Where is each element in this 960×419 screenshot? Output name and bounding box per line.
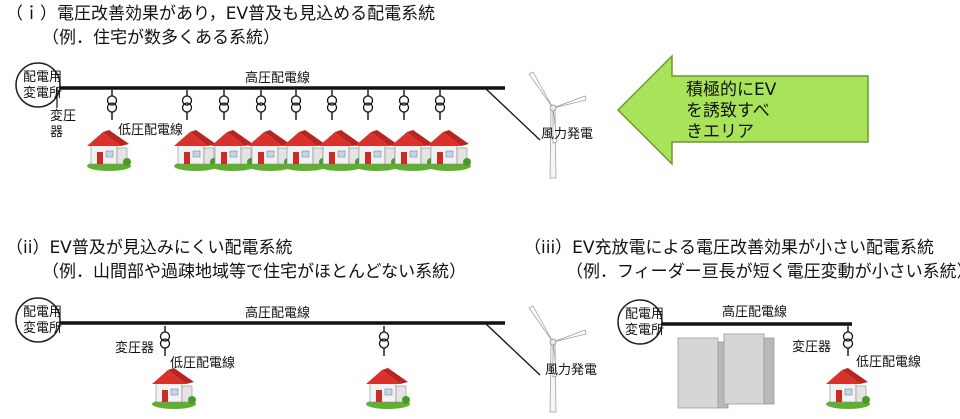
house-icon [825,367,871,410]
transformer-symbol [181,89,193,121]
section3-title: （iii）EV充放電による電圧改善効果が小さい配電系統 [524,238,935,258]
wind-label: 風力発電 [541,127,594,142]
callout-text-line1: 積極的にEV [686,80,777,100]
section2-subtitle: （例．山間部や過疎地域等で住宅がほとんどない系統） [42,262,467,282]
section1-subtitle: （例．住宅が数多くある系統） [42,28,280,48]
substation-1 [15,62,61,108]
hv-line-label: 高圧配電線 [245,71,311,86]
transformer-symbol [159,325,171,357]
transformer-symbol [326,89,338,121]
house-icon [151,367,197,410]
section3-diagram [617,299,871,410]
substation-label-line1: 配電用 [23,305,63,320]
substation-3 [617,299,663,345]
wind-turbine-icon [528,305,587,413]
substation-label-line2: 変電所 [23,321,63,336]
transformer-symbol [290,89,302,121]
transformer-symbol [218,89,230,121]
transformer-label-line2: 器 [50,125,64,140]
house-icon [365,367,411,410]
transformer-symbol [434,89,446,121]
section1-diagram [15,54,869,179]
callout-text-line3: きエリア [686,122,754,142]
substation-label-line1: 配電用 [625,307,665,322]
callout-arrow [616,54,869,166]
office-building-icon [677,337,729,409]
transformer-symbol [842,325,854,357]
transformer-symbol [398,89,410,121]
substation-label-line1: 配電用 [23,70,63,85]
transformer-symbol [378,325,390,357]
lv-line-label: 低圧配電線 [856,355,922,370]
substation-label-line2: 変電所 [625,323,665,338]
transformer-symbol [255,89,267,121]
substation-label-line2: 変電所 [23,86,63,101]
section1-title: （ｉ）電圧改善効果があり，EV普及も見込める配電系統 [6,4,436,24]
house-icon [426,129,472,172]
house-icon [210,129,256,172]
transformers-1 [106,89,446,121]
transformer-label-line1: 変圧 [50,109,77,124]
section3-subtitle: （例．フィーダー亘長が短く電圧変動が小さい系統） [566,262,960,282]
callout-text-line2: を誘致すべ [686,101,770,121]
substation-2 [15,297,61,343]
lv-line-label: 低圧配電線 [170,356,236,371]
wind-feeder-1 [484,87,541,141]
hv-line-label: 高圧配電線 [722,305,788,320]
hv-line-label: 高圧配電線 [245,306,311,321]
transformer-label: 変圧器 [115,341,155,356]
transformer-symbol [362,89,374,121]
wind-feeder-2 [484,322,541,376]
wind-turbine-icon [528,71,587,179]
wind-label: 風力発電 [545,363,598,378]
transformer-label: 変圧器 [792,340,832,355]
section2-diagram [15,297,587,413]
transformer-symbol [106,89,118,121]
lv-line-label: 低圧配電線 [118,123,184,138]
office-building-icon [723,333,775,405]
section2-title: （ii）EV普及が見込みにくい配電系統 [6,238,293,258]
